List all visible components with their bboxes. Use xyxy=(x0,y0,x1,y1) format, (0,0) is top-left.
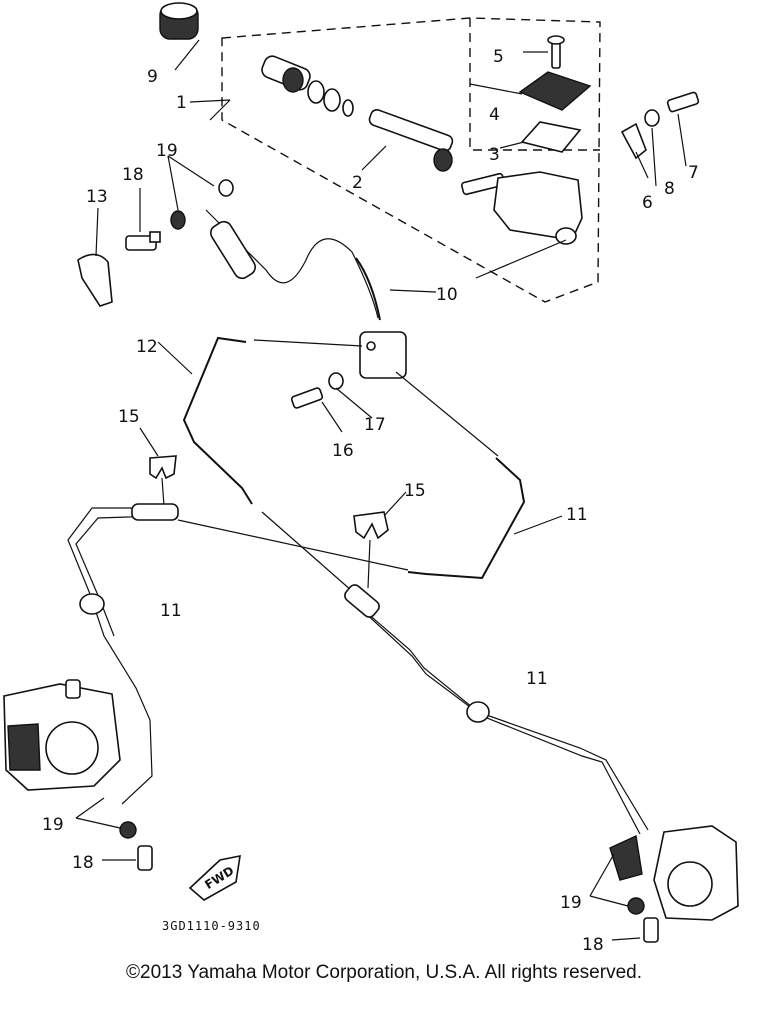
leader-lines xyxy=(95,39,687,599)
clip-part-15-right xyxy=(353,491,407,589)
master-cylinder-body xyxy=(493,171,583,241)
callout-19-right: 19 xyxy=(560,893,582,913)
brake-hose-part-11-left xyxy=(67,507,153,805)
callout-7: 7 xyxy=(688,163,699,183)
callout-9: 9 xyxy=(147,67,158,87)
holder-part-6 xyxy=(620,122,647,160)
callout-1: 1 xyxy=(176,93,187,113)
callout-18-right: 18 xyxy=(582,935,604,955)
cover-part-14 xyxy=(77,253,113,307)
washer-part-19-b xyxy=(218,179,234,197)
hose-joint xyxy=(359,331,407,379)
washer-part-19-d xyxy=(627,897,645,915)
callout-2: 2 xyxy=(352,173,363,193)
right-brake-caliper xyxy=(609,825,739,921)
callout-11-left: 11 xyxy=(160,601,182,621)
bolt-part-18-right xyxy=(643,917,659,943)
copyright-notice: ©2013 Yamaha Motor Corporation, U.S.A. A… xyxy=(126,962,642,983)
clip-part-15-left xyxy=(139,427,177,507)
callout-4: 4 xyxy=(489,105,500,125)
brake-hose-part-10 xyxy=(205,209,379,319)
callout-11-right: 11 xyxy=(526,669,548,689)
callout-14: 13 xyxy=(86,187,108,207)
callout-13: 12 xyxy=(136,337,158,357)
boot-part-9 xyxy=(159,2,199,40)
callout-19-left: 19 xyxy=(42,815,64,835)
callout-19-upper: 19 xyxy=(156,141,178,161)
callout-8: 8 xyxy=(664,179,675,199)
brake-pipe-part-12 xyxy=(407,457,526,580)
callout-18-upper: 18 xyxy=(122,165,144,185)
washer-part-19-c xyxy=(119,821,137,839)
washer-part-19-a xyxy=(170,210,186,230)
washer-part-8 xyxy=(644,109,660,127)
bolt-part-18-left xyxy=(137,845,153,871)
callout-17: 17 xyxy=(364,415,386,435)
diagram-code: 3GD1110-9310 xyxy=(162,919,261,933)
piston-part-2 xyxy=(368,109,454,172)
bolt-part-7 xyxy=(666,91,700,113)
bolt-part-16 xyxy=(290,387,324,409)
callout-12: 11 xyxy=(566,505,588,525)
brake-hose-part-11-right xyxy=(351,599,649,831)
piston-part-1 xyxy=(261,55,354,117)
callout-15-left: 15 xyxy=(118,407,140,427)
brake-pipe-part-13 xyxy=(182,336,253,505)
callout-18-left: 18 xyxy=(72,853,94,873)
left-brake-caliper xyxy=(3,679,121,791)
bolt-part-18-upper xyxy=(125,231,161,251)
callout-16: 16 xyxy=(332,441,354,461)
callout-15-right: 15 xyxy=(404,481,426,501)
washer-part-17 xyxy=(328,372,344,390)
screw-part-5 xyxy=(547,35,565,69)
callout-10: 10 xyxy=(436,285,458,305)
callout-6: 6 xyxy=(642,193,653,213)
callout-3: 3 xyxy=(489,145,500,165)
forward-direction-arrow: FWD xyxy=(188,854,241,901)
callout-5: 5 xyxy=(493,47,504,67)
diaphragm-part-3 xyxy=(520,121,582,153)
reservoir-cap-part-4 xyxy=(518,71,592,111)
